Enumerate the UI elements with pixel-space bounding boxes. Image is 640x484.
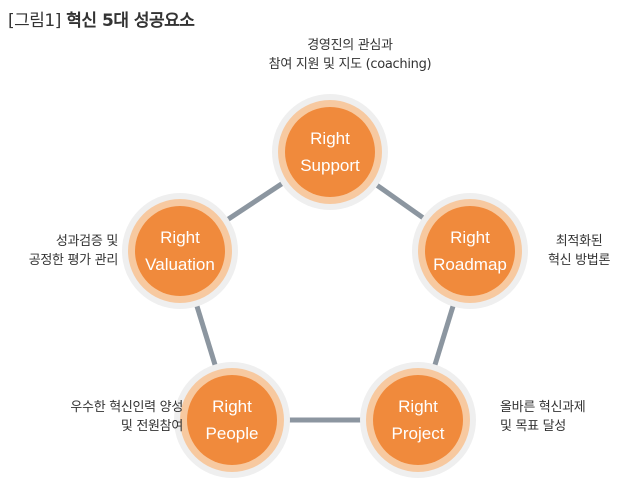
desc-roadmap: 최적화된 혁신 방법론 — [548, 232, 610, 270]
node-support-label-line2: Support — [300, 156, 360, 175]
node-people-label-line1: Right — [212, 397, 252, 416]
node-project-label-line1: Right — [398, 397, 438, 416]
node-roadmap-label-line2: Roadmap — [433, 255, 507, 274]
desc-roadmap-line2: 혁신 방법론 — [548, 253, 611, 268]
desc-people: 우수한 혁신인력 양성 및 전원참여 — [70, 398, 183, 436]
nodes: RightSupportRightRoadmapRightProjectRigh… — [122, 94, 528, 478]
desc-support-line1: 경영진의 관심과 — [307, 38, 393, 53]
node-roadmap-circle — [425, 206, 515, 296]
title-text: 혁신 5대 성공요소 — [66, 11, 195, 31]
node-people-label-line2: People — [206, 424, 259, 443]
node-people-circle — [187, 375, 277, 465]
node-support-circle — [285, 107, 375, 197]
desc-roadmap-line1: 최적화된 — [555, 234, 603, 249]
desc-valuation: 성과검증 및 공정한 평가 관리 — [28, 232, 119, 270]
node-valuation-label-line2: Valuation — [145, 255, 215, 274]
desc-project-line1: 올바른 혁신과제 — [500, 400, 586, 415]
desc-valuation-line2: 공정한 평가 관리 — [28, 253, 119, 268]
node-roadmap-label-line1: Right — [450, 228, 490, 247]
desc-support-line2: 참여 지원 및 지도 (coaching) — [268, 57, 432, 72]
node-project-circle — [373, 375, 463, 465]
node-project-label-line2: Project — [392, 424, 445, 443]
desc-support: 경영진의 관심과 참여 지원 및 지도 (coaching) — [230, 36, 470, 74]
node-support-label-line1: Right — [310, 129, 350, 148]
desc-project: 올바른 혁신과제 및 목표 달성 — [500, 398, 586, 436]
desc-project-line2: 및 목표 달성 — [500, 419, 566, 434]
desc-valuation-line1: 성과검증 및 — [55, 234, 118, 249]
node-valuation-circle — [135, 206, 225, 296]
node-valuation-label-line1: Right — [160, 228, 200, 247]
page-title: [그림1] 혁신 5대 성공요소 — [8, 6, 195, 31]
title-prefix: [그림1] — [8, 11, 61, 31]
desc-people-line1: 우수한 혁신인력 양성 — [70, 400, 183, 415]
desc-people-line2: 및 전원참여 — [120, 419, 183, 434]
